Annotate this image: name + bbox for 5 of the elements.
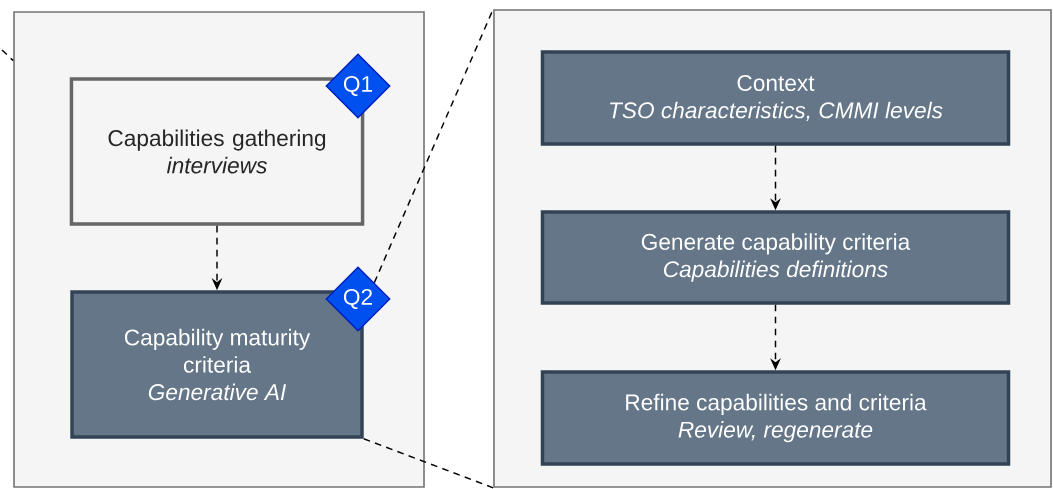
process-box: Refine capabilities and criteria Review, regenerate <box>540 370 1011 466</box>
process-box: Context TSO characteristics, CMMI levels <box>540 50 1011 146</box>
zoom-line <box>363 438 494 489</box>
process-box: Generate capability criteria Capabilities definitions <box>540 210 1011 305</box>
zoom-line <box>1 49 14 62</box>
